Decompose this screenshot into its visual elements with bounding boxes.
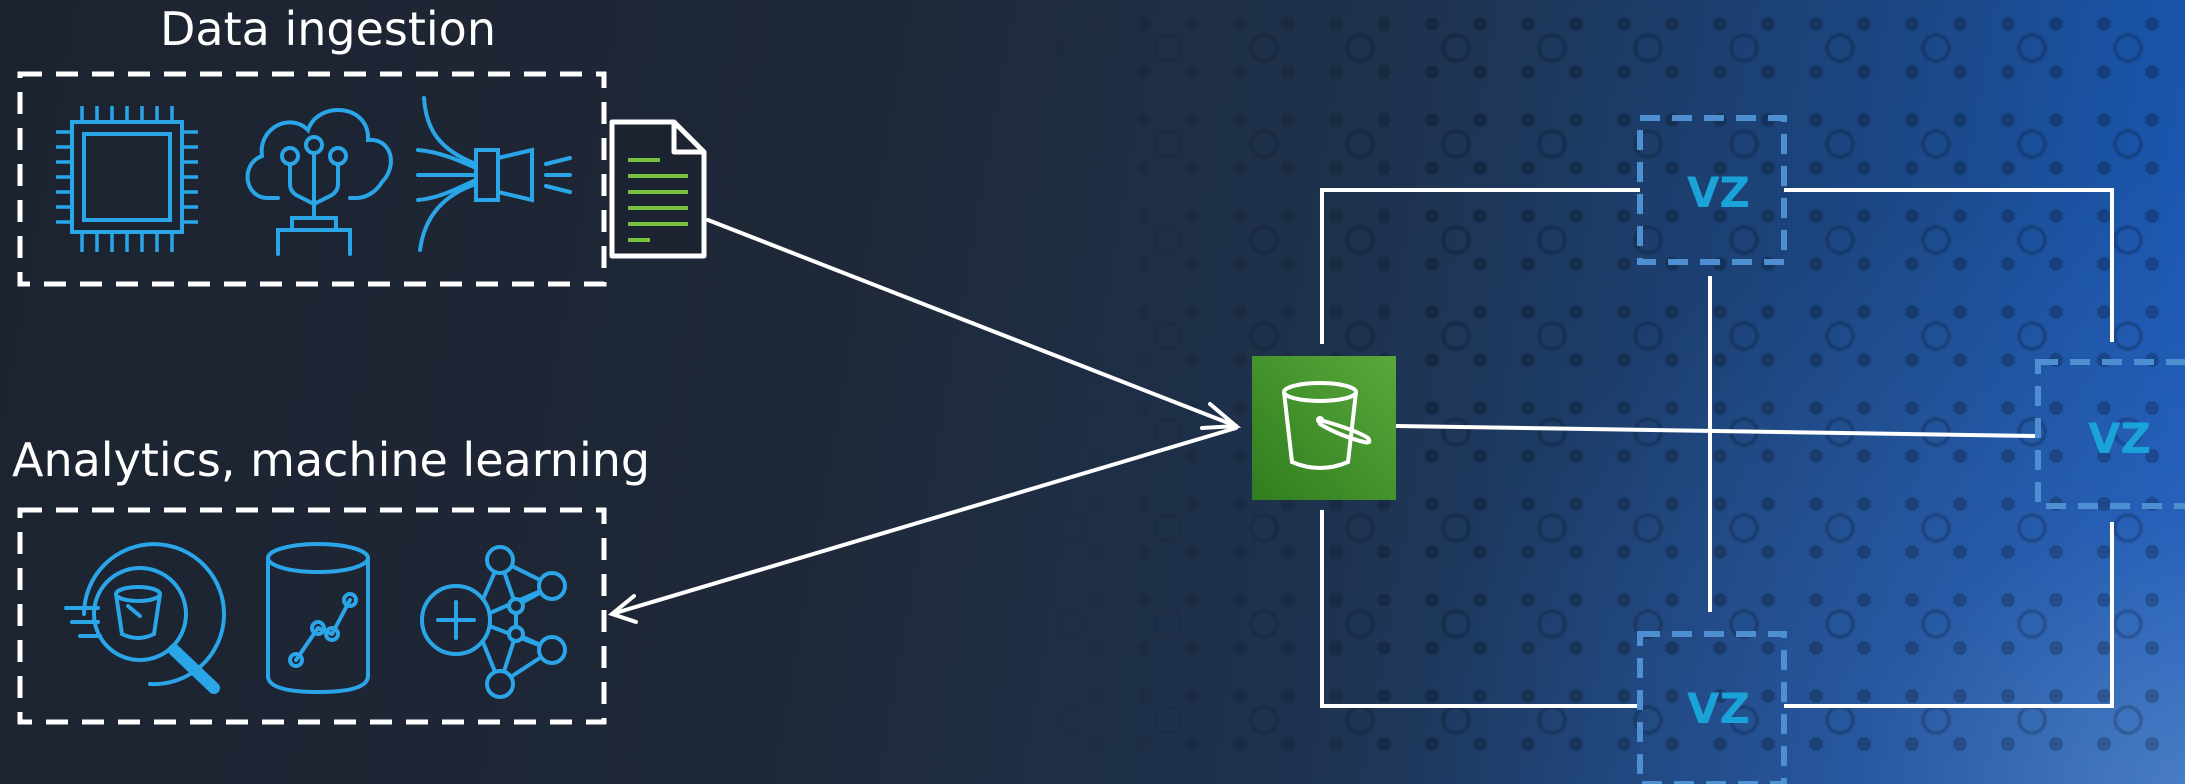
data-stream-icon [416,96,572,252]
database-chart-icon [266,542,370,694]
bucket-to-analytics-arrow [610,426,1238,616]
analytics-ml-title: Analytics, machine learning [12,433,651,487]
neural-network-icon [420,545,567,699]
analytics-group-box [17,507,607,725]
zone-boxes [1637,115,2185,784]
cloud-iot-icon [245,107,393,256]
storage-bucket-icon [1252,356,1396,500]
zone-label-top: VZ [1687,168,1750,217]
zone-box-right [2035,359,2185,509]
zone-connector-lines [1320,188,2114,708]
zone-label-right: VZ [2088,414,2151,463]
ingestion-group-box [17,71,607,287]
document-file-icon [609,119,707,259]
zone-box-bottom [1637,631,1787,784]
zone-box-top [1637,115,1787,265]
background-dot-pattern [1050,0,2185,784]
search-bucket-icon [64,542,226,694]
processor-chip-icon [56,106,198,252]
zone-label-bottom: VZ [1687,684,1750,733]
data-ingestion-title: Data ingestion [160,2,496,56]
ingest-to-bucket-arrow [706,218,1238,428]
flow-arrows [607,218,1242,624]
